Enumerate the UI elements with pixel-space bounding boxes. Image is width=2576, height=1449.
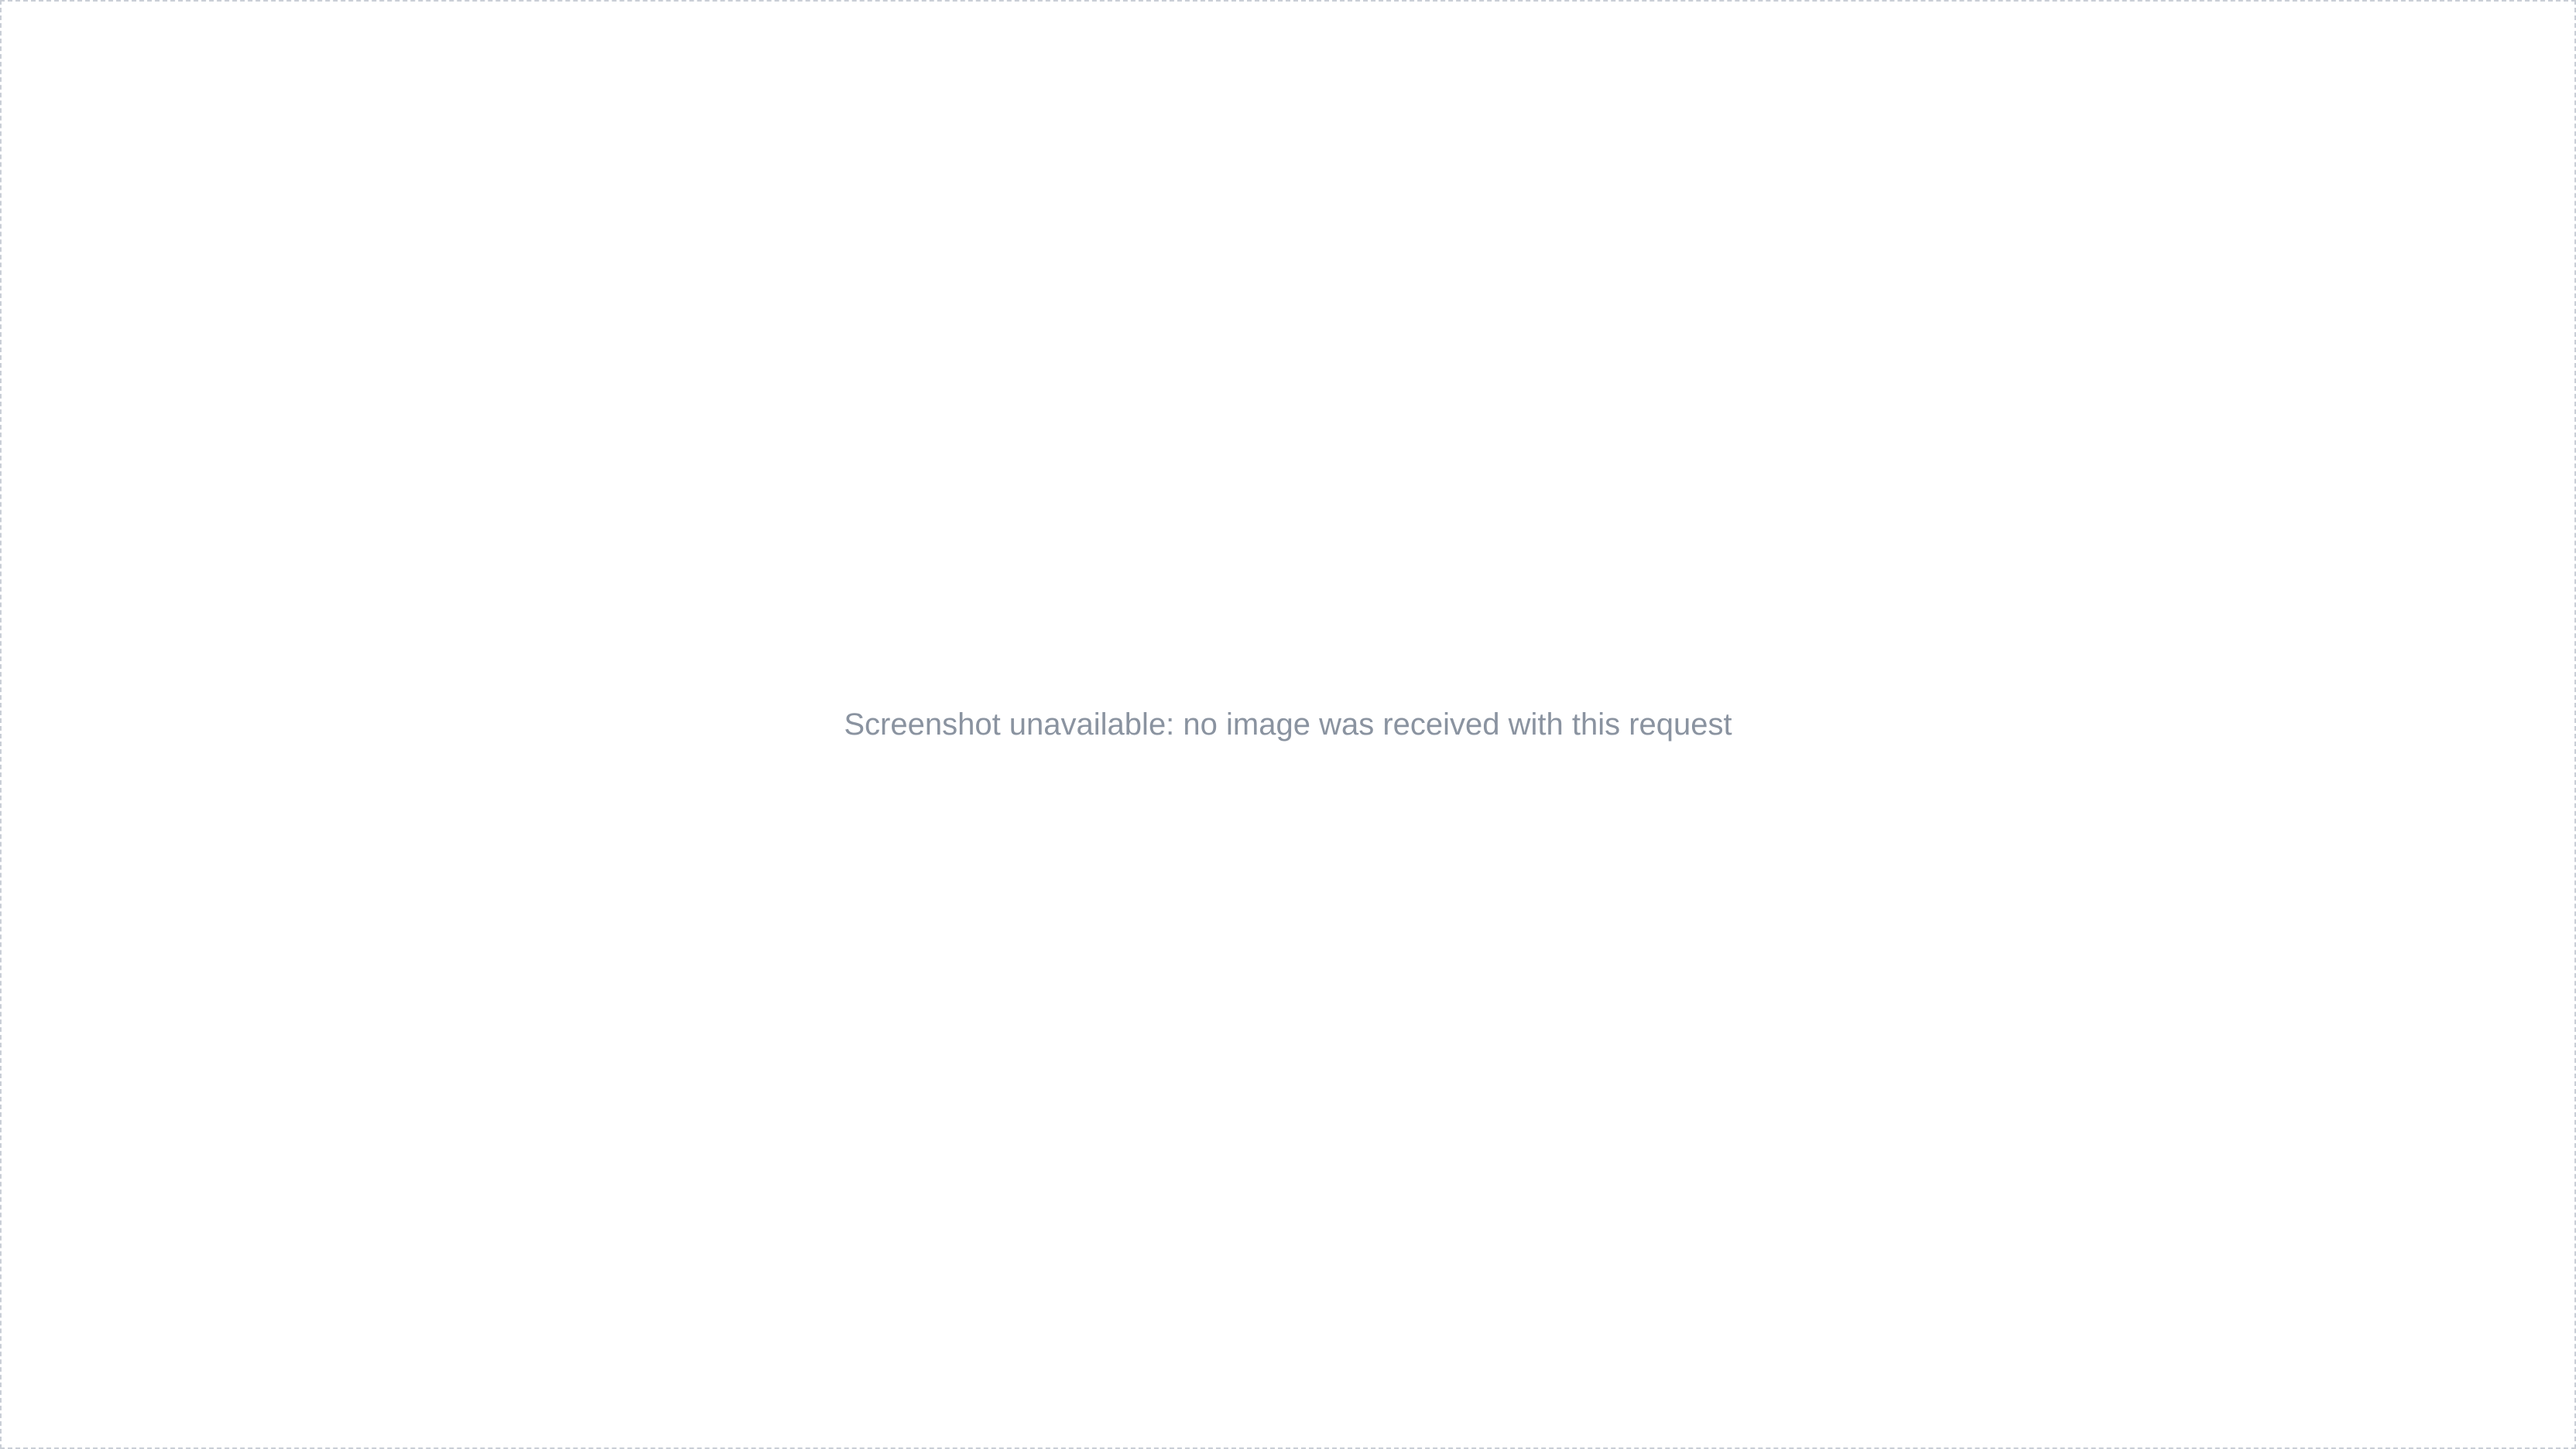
unavailable-notice: Screenshot unavailable: no image was rec… <box>844 707 1732 742</box>
